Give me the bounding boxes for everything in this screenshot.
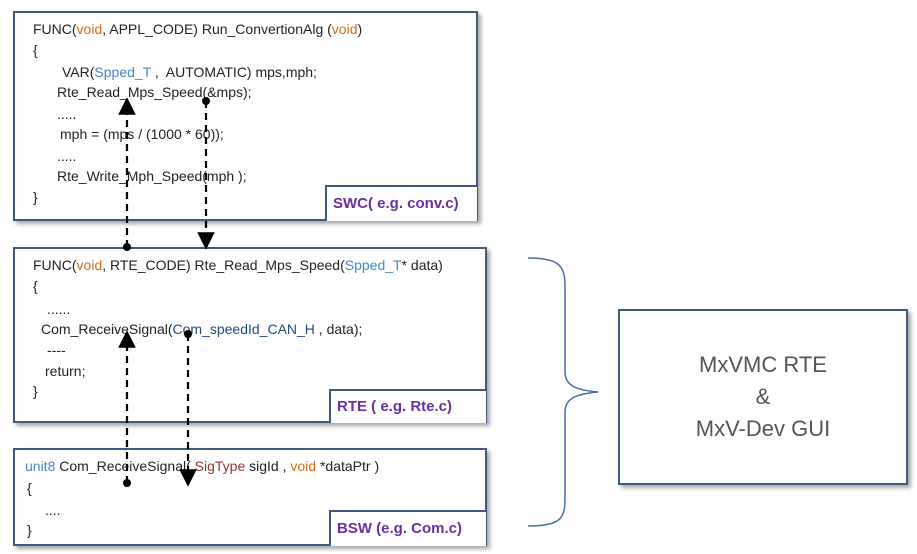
rte-line-1: FUNC(void, RTE_CODE) Rte_Read_Mps_Speed(… <box>33 257 443 273</box>
swc-line-3: VAR(Spped_T , AUTOMATIC) mps,mph; <box>62 64 317 80</box>
curly-brace <box>527 257 599 527</box>
swc-to-rte-arrow-start <box>202 97 210 105</box>
rte-to-bsw-arrow-start <box>184 330 192 338</box>
rte-line-3: ...... <box>47 301 71 317</box>
swc-line-5: ..... <box>57 106 77 122</box>
side-line-1: MxVMC RTE <box>699 352 827 377</box>
rte-file-tag: RTE ( e.g. Rte.c) <box>329 389 486 423</box>
bsw-code-box: unit8 Com_ReceiveSignal( SigType sigId ,… <box>13 448 487 546</box>
swc-file-tag: SWC( e.g. conv.c) <box>325 185 477 221</box>
bsw-line-2: { <box>27 480 32 496</box>
bsw-line-1: unit8 Com_ReceiveSignal( SigType sigId ,… <box>25 458 380 474</box>
bsw-file-tag: BSW (e.g. Com.c) <box>329 510 486 546</box>
mxvmc-rte-box: MxVMC RTE & MxV-Dev GUI <box>618 309 908 485</box>
bsw-line-3: .... <box>45 502 61 518</box>
rte-line-7: } <box>33 383 38 399</box>
rte-line-4: Com_ReceiveSignal(Com_speedId_CAN_H , da… <box>41 321 363 337</box>
bsw-line-4: } <box>27 522 32 538</box>
swc-line-8: Rte_Write_Mph_Speed(mph ); <box>57 168 247 184</box>
swc-line-4: Rte_Read_Mps_Speed(&mps); <box>57 84 252 100</box>
side-line-2: & <box>755 384 771 409</box>
swc-code-box: FUNC(void, APPL_CODE) Run_ConvertionAlg … <box>13 11 478 221</box>
rte-line-6: return; <box>45 363 86 379</box>
swc-line-6: mph = (mps / (1000 * 60)); <box>60 126 224 142</box>
rte-line-5: ---- <box>47 342 66 358</box>
swc-line-9: } <box>33 189 38 205</box>
bsw-to-rte-arrow-start <box>123 479 131 487</box>
rte-code-box: FUNC(void, RTE_CODE) Rte_Read_Mps_Speed(… <box>13 247 487 423</box>
swc-line-2: { <box>33 42 38 58</box>
rte-to-swc-arrow-start <box>123 243 131 251</box>
side-line-3: MxV-Dev GUI <box>695 416 831 441</box>
rte-line-2: { <box>33 278 38 294</box>
swc-line-1: FUNC(void, APPL_CODE) Run_ConvertionAlg … <box>33 21 363 37</box>
swc-line-7: ..... <box>57 148 77 164</box>
